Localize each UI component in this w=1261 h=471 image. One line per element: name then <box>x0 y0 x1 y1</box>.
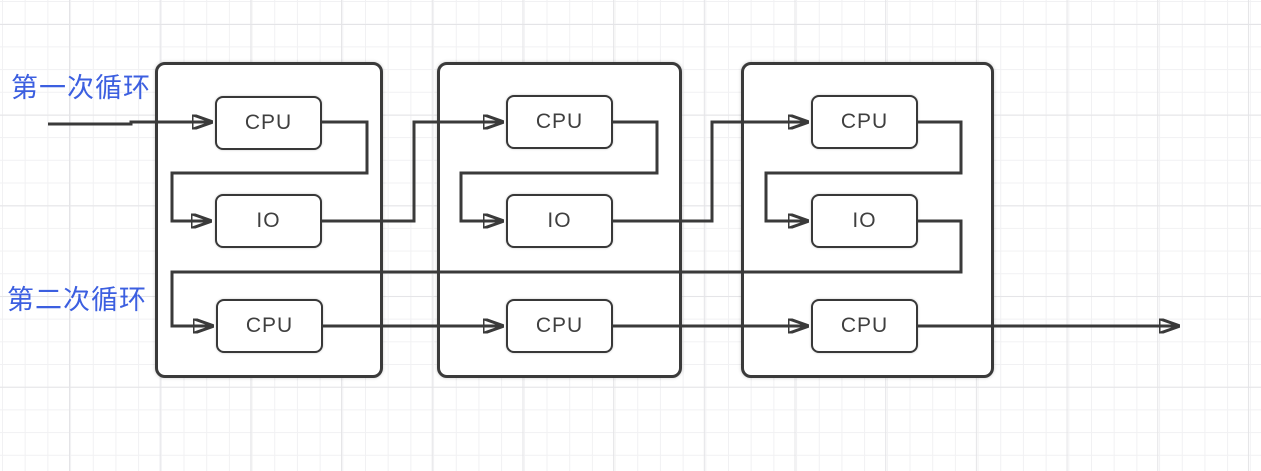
node-cpu-3-bottom: CPU <box>811 299 918 353</box>
first-loop-label: 第一次循环 <box>11 73 151 103</box>
node-label: CPU <box>840 110 889 133</box>
edge-entry-to-cpu1-top <box>48 122 212 124</box>
edge-cpu3-top-to-io3 <box>764 120 963 221</box>
node-io-2: IO <box>506 194 613 248</box>
node-cpu-1-top: CPU <box>215 96 322 150</box>
edge-io2-to-cpu3-top <box>613 122 808 223</box>
edge-io3-return-to-cpu1-bottom <box>170 219 963 326</box>
node-cpu-1-bottom: CPU <box>216 299 323 353</box>
node-label: IO <box>256 209 281 232</box>
node-label: IO <box>547 209 572 232</box>
node-label: CPU <box>244 111 293 134</box>
node-cpu-2-top: CPU <box>506 95 613 149</box>
edge-cpu2-top-to-io2 <box>459 120 659 221</box>
node-label: CPU <box>535 110 584 133</box>
edge-cpu1-top-to-io1 <box>170 120 369 221</box>
second-loop-label: 第二次循环 <box>7 285 147 315</box>
node-io-3: IO <box>811 194 918 248</box>
node-label: IO <box>852 209 877 232</box>
node-cpu-3-top: CPU <box>811 95 918 149</box>
node-label: CPU <box>535 314 584 337</box>
node-io-1: IO <box>215 194 322 248</box>
node-cpu-2-bottom: CPU <box>506 299 613 353</box>
edge-io1-to-cpu2-top <box>322 122 503 223</box>
node-label: CPU <box>245 314 294 337</box>
node-label: CPU <box>840 314 889 337</box>
